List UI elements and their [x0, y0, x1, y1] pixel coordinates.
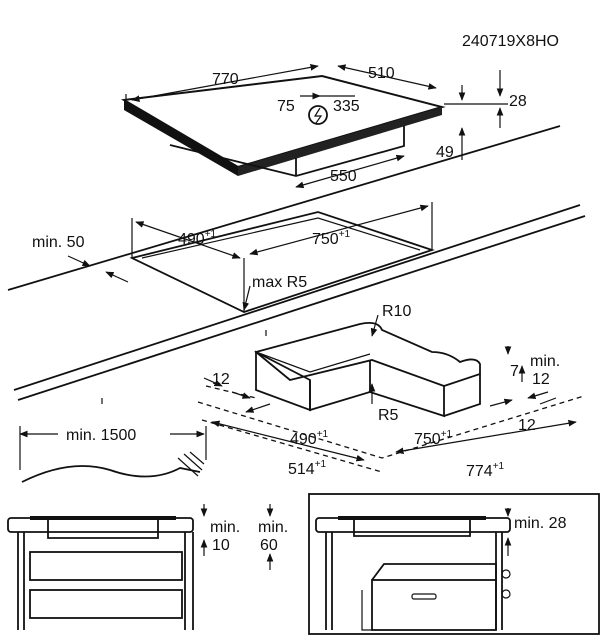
- cutout-depth-label: 490+1: [178, 229, 217, 248]
- dim-depth-line: [337, 64, 437, 90]
- radius-outer-label: R10: [382, 303, 411, 320]
- gap1-label: min.: [210, 519, 240, 536]
- box-width-label: 550: [330, 168, 357, 185]
- corner-outer-depth-label: 514+1: [288, 459, 327, 478]
- install-right-frame: [308, 493, 600, 635]
- dim-corner-width-line: [395, 419, 577, 455]
- worktop-cutout: [129, 211, 435, 313]
- hob-body-right: [353, 520, 471, 537]
- corner-step-left: 12: [212, 371, 230, 388]
- hob-width-label: 770: [212, 71, 239, 88]
- gap2-value: 60: [260, 537, 278, 554]
- corner-step-right-a: 12: [532, 371, 550, 388]
- dim-cutout-width-line: [249, 204, 429, 256]
- dim-corner-depth-line: [211, 420, 365, 462]
- hob-front-edge: [124, 100, 238, 176]
- gap1-value: 10: [212, 537, 230, 554]
- corner-min-label: min.: [530, 353, 560, 370]
- cable-distance-label: 335: [333, 98, 360, 115]
- dim-box-width-line: [295, 154, 405, 189]
- dim-width-line: [131, 64, 319, 102]
- power-connection-icon: [308, 105, 328, 125]
- corner-min-value: 7: [510, 363, 519, 380]
- radius-inner-label: R5: [378, 407, 399, 424]
- gap2-label: min.: [258, 519, 288, 536]
- corner-depth-label: 490+1: [290, 429, 329, 448]
- drawing-code: 240719X8HO: [462, 33, 559, 50]
- oven-handle: [411, 593, 437, 600]
- min-edge-label: min. 50: [32, 234, 85, 251]
- hob-body-left: [47, 520, 159, 539]
- dim-cutout-depth-line: [135, 221, 241, 259]
- worktop-left: [7, 517, 194, 533]
- install-right-drawing: [308, 493, 600, 635]
- cutout-width-label: 750+1: [312, 229, 351, 248]
- corner-width-label: 750+1: [414, 429, 453, 448]
- power-cable: [21, 465, 201, 483]
- hob-side-edge: [238, 107, 442, 176]
- cable-offset-label: 75: [277, 98, 295, 115]
- cable-length-label: min. 1500: [66, 427, 136, 444]
- drawer-bottom: [29, 589, 183, 619]
- cutout-radius-label: max R5: [252, 274, 307, 291]
- drawer-top: [29, 551, 183, 581]
- corner-step-right-b: 12: [518, 417, 536, 434]
- box-depth-label: 49: [436, 144, 454, 161]
- corner-outer-width-label: 774+1: [466, 461, 505, 480]
- gap-right-label: min. 28: [514, 515, 567, 532]
- hob-drawing: [120, 64, 508, 189]
- oven-body: [371, 579, 497, 631]
- hob-height-label: 28: [509, 93, 527, 110]
- hob-depth-label: 510: [368, 65, 395, 82]
- install-left-drawing: [7, 504, 274, 630]
- oven-top: [371, 563, 497, 581]
- corner-cutout-detail: [197, 314, 585, 473]
- worktop-drawing: [7, 125, 586, 404]
- worktop-right: [315, 517, 511, 533]
